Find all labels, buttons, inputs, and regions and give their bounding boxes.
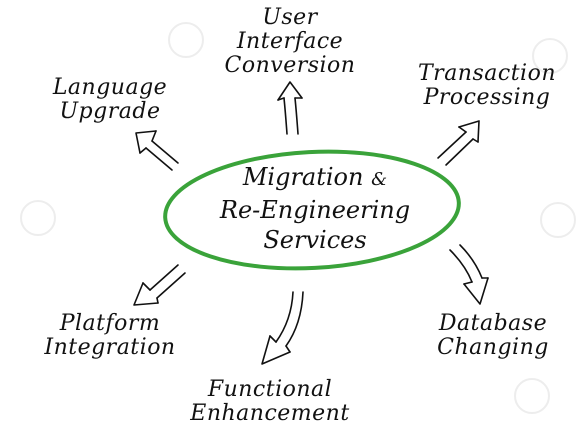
label-transaction-processing: Transaction Processing: [392, 62, 582, 110]
arrow-to-ui-conversion: [277, 81, 303, 135]
center-line-3: Services: [263, 226, 367, 254]
label-line: Functional: [207, 377, 333, 402]
label-line: Platform: [59, 311, 161, 336]
label-language-upgrade: Language Upgrade: [30, 76, 190, 124]
arrow-to-functional-enhancement: [261, 291, 304, 365]
label-line: Integration: [44, 335, 176, 360]
label-line: Database: [438, 311, 548, 336]
label-database-changing: Database Changing: [408, 312, 578, 360]
watermark-swirl: [20, 200, 56, 236]
arrow-to-database-changing: [449, 244, 489, 305]
center-title: Migration & Re-Engineering Services: [175, 162, 455, 255]
label-line: Interface: [236, 29, 344, 54]
label-line: Conversion: [224, 53, 356, 78]
center-ellipse: [163, 149, 461, 271]
label-line: User: [262, 5, 318, 30]
watermark-swirl: [514, 378, 550, 414]
label-line: Upgrade: [59, 99, 161, 124]
watermark-swirl: [168, 22, 204, 58]
label-line: Processing: [423, 85, 551, 110]
label-line: Transaction: [418, 61, 556, 86]
arrow-to-language-upgrade: [135, 130, 179, 171]
label-line: Changing: [437, 335, 549, 360]
center-ampersand: &: [371, 169, 388, 190]
center-line-1: Migration: [242, 163, 364, 191]
watermark-swirl: [532, 38, 568, 74]
label-functional-enhancement: Functional Enhancement: [170, 378, 370, 426]
label-platform-integration: Platform Integration: [20, 312, 200, 360]
arrow-to-platform-integration: [133, 264, 186, 306]
label-line: Enhancement: [190, 401, 350, 426]
label-line: Language: [52, 75, 168, 100]
center-line-2: Re-Engineering: [219, 196, 411, 224]
arrow-to-transaction-processing: [437, 120, 480, 166]
label-ui-conversion: User Interface Conversion: [205, 6, 375, 78]
watermark-swirl: [540, 202, 576, 238]
